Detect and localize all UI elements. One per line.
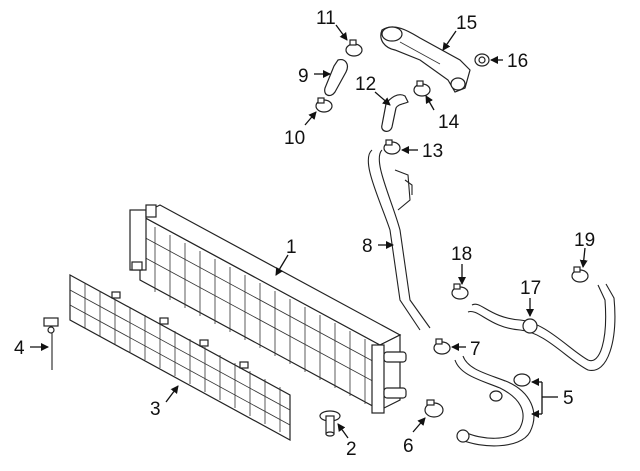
coolant-pipe [367, 149, 431, 331]
callout-18: 18 [451, 244, 472, 265]
o-ring [474, 53, 490, 67]
radiator-core [129, 204, 407, 414]
leader-1 [275, 254, 289, 276]
callout-15: 15 [456, 13, 477, 34]
callout-9: 9 [298, 66, 309, 87]
callout-labels: 1 2 3 4 5 6 7 8 9 10 11 12 13 14 15 16 1… [14, 8, 595, 460]
callout-10: 10 [284, 128, 305, 149]
callout-3: 3 [150, 399, 161, 420]
hose-clamp-6 [424, 399, 444, 418]
callout-1: 1 [286, 237, 297, 258]
leader-19 [579, 247, 588, 268]
leader-10 [304, 111, 317, 126]
callout-14: 14 [438, 112, 460, 133]
callout-2: 2 [346, 439, 357, 460]
callout-8: 8 [362, 236, 373, 257]
hose-clamp-18 [451, 283, 469, 300]
coolant-hose-17 [467, 283, 616, 371]
leader-lines [30, 24, 588, 439]
callout-4: 4 [14, 338, 25, 359]
leader-12 [374, 91, 391, 106]
leader-6 [412, 417, 426, 433]
hose-clamp-lower [315, 97, 333, 113]
callout-16: 16 [507, 51, 528, 72]
callout-17: 17 [520, 278, 541, 299]
coolant-hose-5 [454, 355, 535, 447]
hose-clamp-7 [433, 338, 451, 355]
bolt [319, 410, 341, 437]
hose-clamp-19 [571, 266, 589, 283]
leader-14 [425, 95, 435, 111]
small-hose [324, 59, 349, 97]
leader-3 [165, 385, 179, 403]
hose-clamp-upper [345, 39, 363, 57]
callout-7: 7 [470, 339, 481, 360]
hose-clamp-13 [383, 139, 401, 155]
callout-12: 12 [355, 74, 376, 95]
hose-clamp-14 [413, 80, 431, 97]
mounting-clip [43, 317, 59, 370]
callout-13: 13 [422, 141, 443, 162]
callout-11: 11 [316, 8, 336, 29]
callout-5: 5 [563, 388, 574, 409]
leader-2 [337, 423, 349, 439]
callout-19: 19 [574, 230, 595, 251]
coolant-manifold [380, 26, 471, 93]
leader-15 [442, 30, 457, 51]
radiator-shutter [69, 273, 291, 442]
curved-hose [381, 94, 409, 132]
callout-6: 6 [403, 436, 414, 457]
leader-11 [335, 24, 348, 41]
